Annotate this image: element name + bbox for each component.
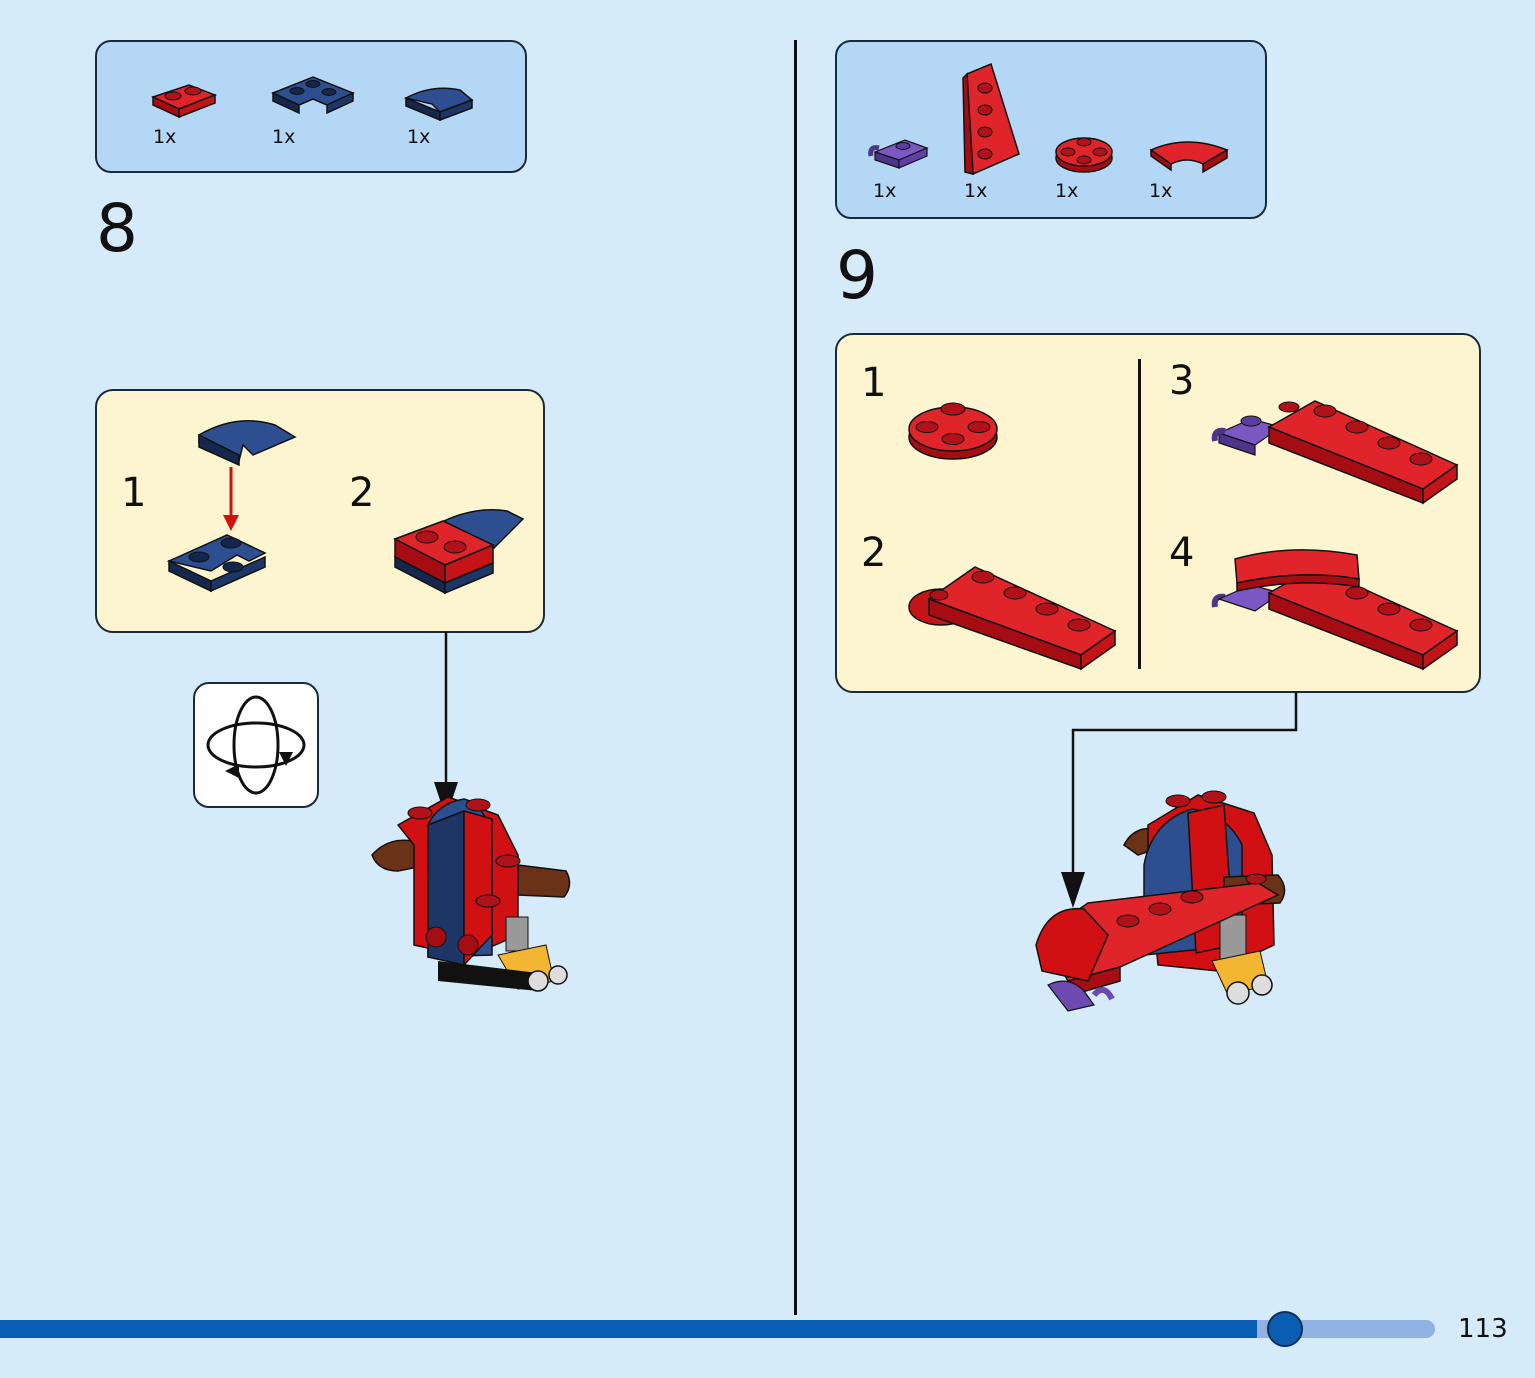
part-qty: 1x	[1149, 180, 1173, 202]
substep1-assembly-illustration	[166, 420, 297, 593]
progress-knob[interactable]	[1267, 1311, 1303, 1347]
substep-number: 2	[349, 470, 375, 516]
blue-corner-plate-icon	[271, 76, 355, 115]
part-qty: 1x	[407, 126, 431, 148]
substep1-assembly-illustration	[908, 402, 998, 460]
purple-clip-plate-icon	[868, 139, 929, 169]
step-number: 8	[96, 190, 138, 267]
step8-parts-box: 1x 1x 1x	[95, 40, 527, 173]
part-qty: 1x	[272, 126, 296, 148]
substep2-assembly-illustration	[908, 566, 1117, 671]
step9-connector-arrow	[1061, 692, 1298, 908]
rotate-model-icon	[206, 695, 306, 795]
step8-substep-box: 1 2	[95, 389, 545, 633]
blue-curved-slope-icon	[403, 87, 474, 122]
substep-number: 1	[861, 360, 887, 406]
step8-model-illustration	[371, 796, 571, 992]
part-qty: 1x	[153, 126, 177, 148]
red-plate-icon	[150, 84, 218, 119]
substep2-assembly-illustration	[393, 509, 525, 595]
rotate-model-box	[193, 682, 319, 808]
step9-model-illustration	[1035, 790, 1286, 1012]
substep-number: 4	[1169, 530, 1195, 576]
step-number: 9	[836, 237, 878, 314]
progress-fill	[0, 1320, 1257, 1338]
substep-number: 3	[1169, 358, 1195, 404]
substep3-assembly-illustration	[1211, 400, 1459, 505]
page-divider	[794, 40, 797, 1315]
page-number: 113	[1458, 1314, 1508, 1344]
red-curved-tile-icon	[1149, 141, 1229, 174]
substep4-assembly-illustration	[1211, 549, 1459, 671]
substep-number: 1	[121, 470, 147, 516]
step9-substep-box: 1 2 3 4	[835, 333, 1481, 693]
substep-number: 2	[861, 530, 887, 576]
substep-divider	[1138, 359, 1141, 669]
part-qty: 1x	[873, 180, 897, 202]
red-wedge-plate-icon	[962, 62, 1020, 176]
part-qty: 1x	[1055, 180, 1079, 202]
part-qty: 1x	[964, 180, 988, 202]
red-round-plate-icon	[1055, 137, 1113, 173]
step9-parts-box: 1x 1x 1x 1x	[835, 40, 1267, 219]
